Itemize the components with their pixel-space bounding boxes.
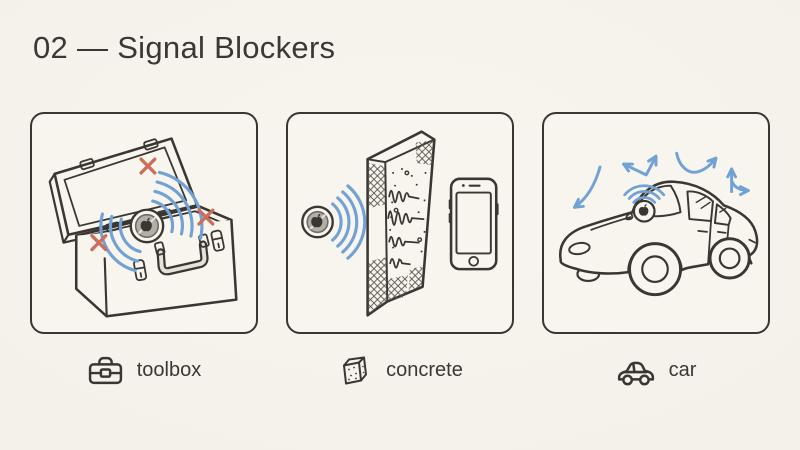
car-illustration bbox=[558, 151, 759, 297]
caption-label: concrete bbox=[386, 359, 463, 381]
concrete-illustration bbox=[301, 130, 499, 317]
toolbox-handle bbox=[154, 233, 210, 276]
airtag bbox=[301, 205, 334, 239]
caption-label: car bbox=[668, 359, 697, 381]
toolbox-illustration bbox=[48, 137, 238, 318]
panel-row bbox=[30, 112, 770, 334]
toolbox-icon bbox=[88, 356, 122, 385]
airtag bbox=[129, 208, 165, 244]
caption-label: toolbox bbox=[136, 359, 202, 381]
panel-toolbox bbox=[30, 112, 258, 334]
blocked-x-marks bbox=[90, 157, 215, 252]
panel-concrete bbox=[286, 112, 514, 334]
airtag bbox=[623, 184, 666, 223]
panel-car bbox=[542, 112, 770, 334]
apple-logo-icon bbox=[311, 213, 323, 228]
car-wheels bbox=[628, 237, 751, 297]
apple-logo-icon bbox=[140, 217, 152, 232]
apple-logo-icon bbox=[638, 204, 649, 216]
phone bbox=[448, 177, 499, 271]
speckles bbox=[389, 168, 427, 261]
deflection-arrows bbox=[573, 151, 750, 209]
car-icon bbox=[617, 361, 654, 385]
page-title: 02 — Signal Blockers bbox=[33, 30, 336, 65]
caption-car: car bbox=[542, 354, 770, 387]
absorbed-signal-squiggles bbox=[387, 189, 425, 269]
caption-toolbox: toolbox bbox=[30, 354, 258, 387]
concrete-wall bbox=[366, 130, 436, 317]
signal-arcs bbox=[331, 184, 367, 260]
concrete-icon bbox=[343, 356, 368, 385]
caption-row: toolbox concrete bbox=[30, 354, 770, 387]
caption-concrete: concrete bbox=[286, 354, 514, 387]
